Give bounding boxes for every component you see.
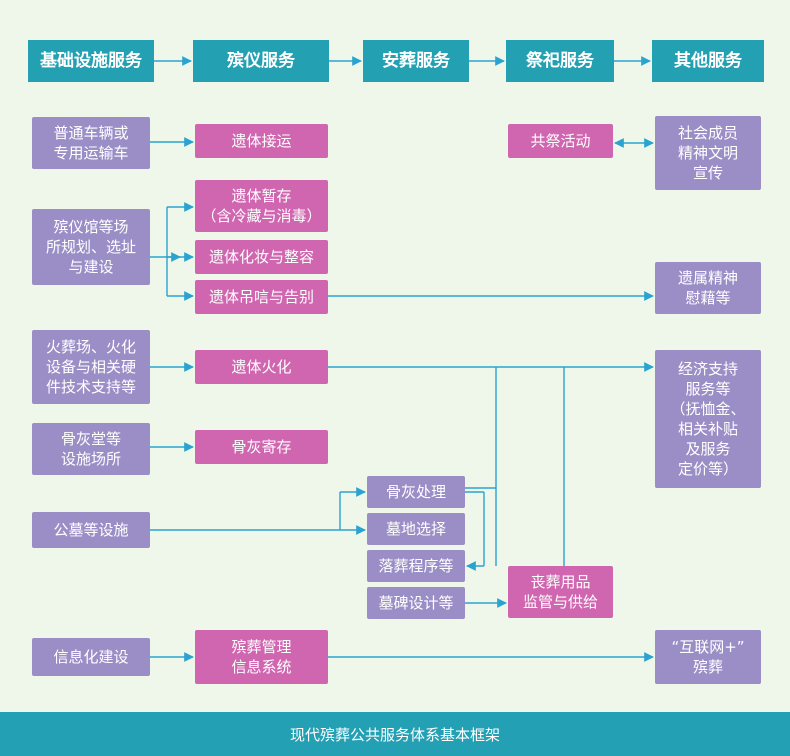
box-ash-handling: 骨灰处理 <box>367 476 465 508</box>
header-burial-service: 安葬服务 <box>363 40 469 82</box>
header-funeral-service: 殡仪服务 <box>193 40 329 82</box>
box-funeral-supplies: 丧葬用品 监管与供给 <box>508 566 613 618</box>
box-site-selection: 墓地选择 <box>367 513 465 545</box>
box-funeral-home-planning: 殡仪馆等场 所规划、选址 与建设 <box>32 209 150 285</box>
box-cremation: 遗体火化 <box>195 350 328 384</box>
box-body-transport: 遗体接运 <box>195 124 328 158</box>
box-ash-storage: 骨灰寄存 <box>195 430 328 464</box>
box-body-storage: 遗体暂存 （含冷藏与消毒） <box>195 180 328 232</box>
box-mgmt-info-system: 殡葬管理 信息系统 <box>195 630 328 684</box>
box-cemetery: 公墓等设施 <box>32 512 150 548</box>
box-internet-plus-funeral: “互联网+” 殡葬 <box>655 630 761 684</box>
box-columbarium: 骨灰堂等 设施场所 <box>32 423 150 475</box>
header-worship-service: 祭祀服务 <box>506 40 614 82</box>
box-informatization: 信息化建设 <box>32 638 150 676</box>
box-civilization-promotion: 社会成员 精神文明 宣传 <box>655 116 761 190</box>
box-body-makeup: 遗体化妆与整容 <box>195 240 328 274</box>
header-other-service: 其他服务 <box>652 40 764 82</box>
box-crematorium-equipment: 火葬场、火化 设备与相关硬 件技术支持等 <box>32 330 150 404</box>
box-joint-worship: 共祭活动 <box>508 124 613 158</box>
figure-caption: 现代殡葬公共服务体系基本框架 <box>0 712 790 756</box>
box-vehicles: 普通车辆或 专用运输车 <box>32 117 150 169</box>
box-bereaved-consolation: 遗属精神 慰藉等 <box>655 262 761 314</box>
box-economic-support: 经济支持 服务等 （抚恤金、 相关补贴 及服务 定价等） <box>655 350 761 488</box>
header-infrastructure: 基础设施服务 <box>28 40 154 82</box>
box-burial-procedure: 落葬程序等 <box>367 550 465 582</box>
box-body-farewell: 遗体吊唁与告别 <box>195 280 328 314</box>
box-tombstone-design: 墓碑设计等 <box>367 587 465 619</box>
